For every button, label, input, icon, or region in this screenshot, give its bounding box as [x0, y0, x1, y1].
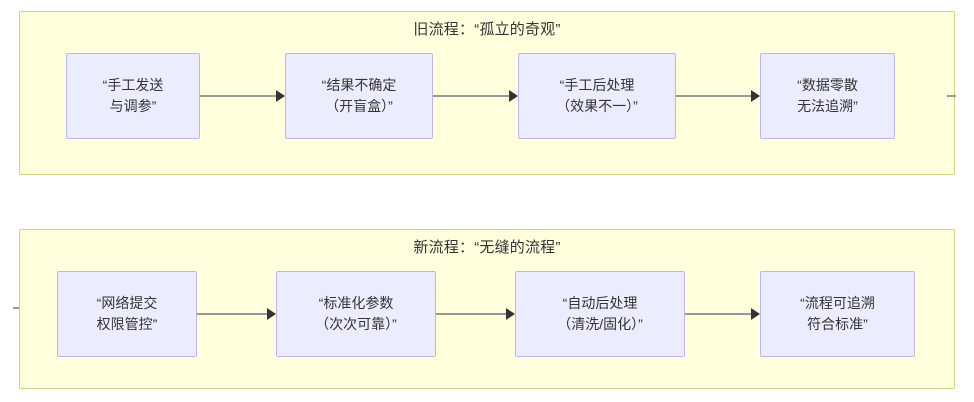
node-old-3-line2: （效果不一）”	[556, 98, 638, 114]
node-old-2-line2: （开盲盒）”	[325, 98, 393, 114]
edge-shaft	[433, 95, 509, 97]
edge-stub-left-new-process	[13, 307, 19, 309]
edge-new-1-to-new-2	[197, 308, 276, 320]
node-new-2-line2: （次次可靠）”	[315, 316, 397, 332]
edge-old-2-to-old-3	[433, 90, 518, 102]
edge-new-3-to-new-4	[685, 308, 760, 320]
node-new-4-line2: 符合标准”	[807, 316, 868, 332]
arrowhead-icon	[509, 90, 518, 102]
node-old-1[interactable]: “手工发送 与调参”	[66, 53, 200, 139]
arrowhead-icon	[267, 308, 276, 320]
node-new-1[interactable]: “网络提交 权限管控”	[57, 271, 197, 357]
node-old-2[interactable]: “结果不确定 （开盲盒）”	[285, 53, 433, 139]
arrowhead-icon	[276, 90, 285, 102]
node-old-1-line1: “手工发送	[102, 77, 164, 93]
node-new-3[interactable]: “自动后处理 （清洗/固化）”	[515, 271, 685, 357]
node-new-1-line2: 权限管控”	[96, 316, 158, 332]
edge-new-2-to-new-3	[436, 308, 515, 320]
node-new-2-line1: “标准化参数	[318, 295, 394, 311]
node-new-2[interactable]: “标准化参数 （次次可靠）”	[276, 271, 436, 357]
node-old-2-line1: “结果不确定	[321, 77, 397, 93]
subgraph-title-old-process: 旧流程：“孤立的奇观”	[413, 21, 561, 38]
edge-stub-right-old-process	[947, 95, 956, 97]
node-old-4-line2: 无法追溯”	[797, 98, 858, 114]
subgraph-title-new-process: 新流程：“无缝的流程”	[413, 239, 561, 256]
node-old-3[interactable]: “手工后处理 （效果不一）”	[518, 53, 676, 139]
edge-old-1-to-old-2	[200, 90, 285, 102]
node-new-1-line1: “网络提交	[96, 295, 158, 311]
edge-old-3-to-old-4	[676, 90, 760, 102]
arrowhead-icon	[751, 90, 760, 102]
edge-shaft	[436, 313, 506, 315]
node-old-1-line2: 与调参”	[109, 98, 157, 114]
node-new-4[interactable]: “流程可追溯 符合标准”	[760, 271, 915, 357]
arrowhead-icon	[751, 308, 760, 320]
node-new-4-line1: “流程可追溯	[800, 295, 875, 311]
edge-shaft	[200, 95, 276, 97]
node-old-4[interactable]: “数据零散 无法追溯”	[760, 53, 895, 139]
edge-shaft	[676, 95, 751, 97]
node-old-4-line1: “数据零散	[797, 77, 858, 93]
node-new-3-line1: “自动后处理	[562, 295, 638, 311]
edge-shaft	[685, 313, 751, 315]
node-old-3-line1: “手工后处理	[559, 77, 635, 93]
edge-shaft	[197, 313, 267, 315]
subgraph-panel-new-process: 新流程：“无缝的流程” “网络提交 权限管控” “标准化参数 （次次可靠）” “…	[19, 229, 955, 389]
arrowhead-icon	[506, 308, 515, 320]
node-new-3-line2: （清洗/固化）”	[557, 316, 643, 332]
subgraph-panel-old-process: 旧流程：“孤立的奇观” “手工发送 与调参” “结果不确定 （开盲盒）” “手工…	[19, 11, 955, 175]
